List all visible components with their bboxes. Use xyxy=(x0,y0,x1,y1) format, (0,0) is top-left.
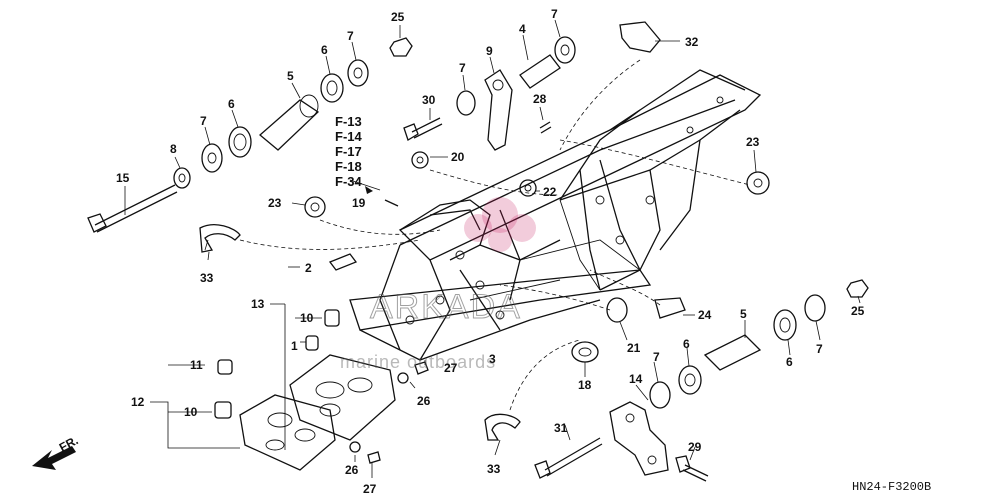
callout-28: 28 xyxy=(533,92,547,106)
leader-lines xyxy=(124,19,861,478)
callout-2: 2 xyxy=(305,261,312,275)
ref-code: F-17 xyxy=(335,144,362,159)
skid-plates xyxy=(239,354,396,471)
callout-18: 18 xyxy=(578,378,592,392)
callout-27: 27 xyxy=(363,482,377,496)
callout-33: 33 xyxy=(200,271,214,285)
front-label: FR. xyxy=(57,433,81,454)
callout-22: 22 xyxy=(543,185,557,199)
ref-code: F-14 xyxy=(335,129,363,144)
callout-6: 6 xyxy=(786,355,793,369)
ref-arrow-icon xyxy=(365,186,373,194)
callout-25: 25 xyxy=(851,304,865,318)
watermark-main-text: ARKADA xyxy=(370,288,522,326)
callout-30: 30 xyxy=(422,93,436,107)
callout-21: 21 xyxy=(627,341,641,355)
watermark: ARKADA marine outboards xyxy=(340,197,536,372)
callout-5: 5 xyxy=(287,69,294,83)
callout-7: 7 xyxy=(459,61,466,75)
callout-7: 7 xyxy=(551,7,558,21)
callout-19: 19 xyxy=(352,196,366,210)
callout-3: 3 xyxy=(489,352,496,366)
ref-code: F-18 xyxy=(335,159,362,174)
callout-7: 7 xyxy=(653,350,660,364)
callout-29: 29 xyxy=(688,440,702,454)
callout-12: 12 xyxy=(131,395,145,409)
callout-20: 20 xyxy=(451,150,465,164)
callout-7: 7 xyxy=(347,29,354,43)
callout-13: 13 xyxy=(251,297,265,311)
callout-33: 33 xyxy=(487,462,501,476)
reference-codes: F-13 F-14 F-17 F-18 F-34 xyxy=(335,114,373,194)
front-arrow-icon xyxy=(32,446,76,470)
callout-4: 4 xyxy=(519,22,526,36)
callout-10: 10 xyxy=(300,311,314,325)
callout-labels: 1 2 3 4 5 5 6 6 6 6 7 7 7 7 7 7 8 9 10 1… xyxy=(116,7,865,496)
ref-code: F-34 xyxy=(335,174,363,189)
callout-7: 7 xyxy=(200,114,207,128)
callout-7: 7 xyxy=(816,342,823,356)
ref-code: F-13 xyxy=(335,114,362,129)
callout-32: 32 xyxy=(685,35,699,49)
callout-8: 8 xyxy=(170,142,177,156)
watermark-sub-text: marine outboards xyxy=(340,352,496,372)
callout-9: 9 xyxy=(486,44,493,58)
engine-mount-parts xyxy=(87,21,869,482)
callout-11: 11 xyxy=(190,358,203,372)
front-direction-indicator: FR. xyxy=(32,433,80,470)
callout-10: 10 xyxy=(184,405,198,419)
callout-15: 15 xyxy=(116,171,130,185)
callout-5: 5 xyxy=(740,307,747,321)
callout-26: 26 xyxy=(345,463,359,477)
callout-14: 14 xyxy=(629,372,643,386)
callout-24: 24 xyxy=(698,308,712,322)
callout-25: 25 xyxy=(391,10,405,24)
callout-31: 31 xyxy=(554,421,568,435)
callout-6: 6 xyxy=(228,97,235,111)
callout-23: 23 xyxy=(268,196,282,210)
callout-27: 27 xyxy=(444,361,458,375)
diagram-code: HN24-F3200B xyxy=(852,480,931,494)
callout-6: 6 xyxy=(321,43,328,57)
callout-23: 23 xyxy=(746,135,760,149)
callout-6: 6 xyxy=(683,337,690,351)
callout-26: 26 xyxy=(417,394,431,408)
callout-1: 1 xyxy=(291,339,298,353)
frame-body xyxy=(349,69,762,361)
